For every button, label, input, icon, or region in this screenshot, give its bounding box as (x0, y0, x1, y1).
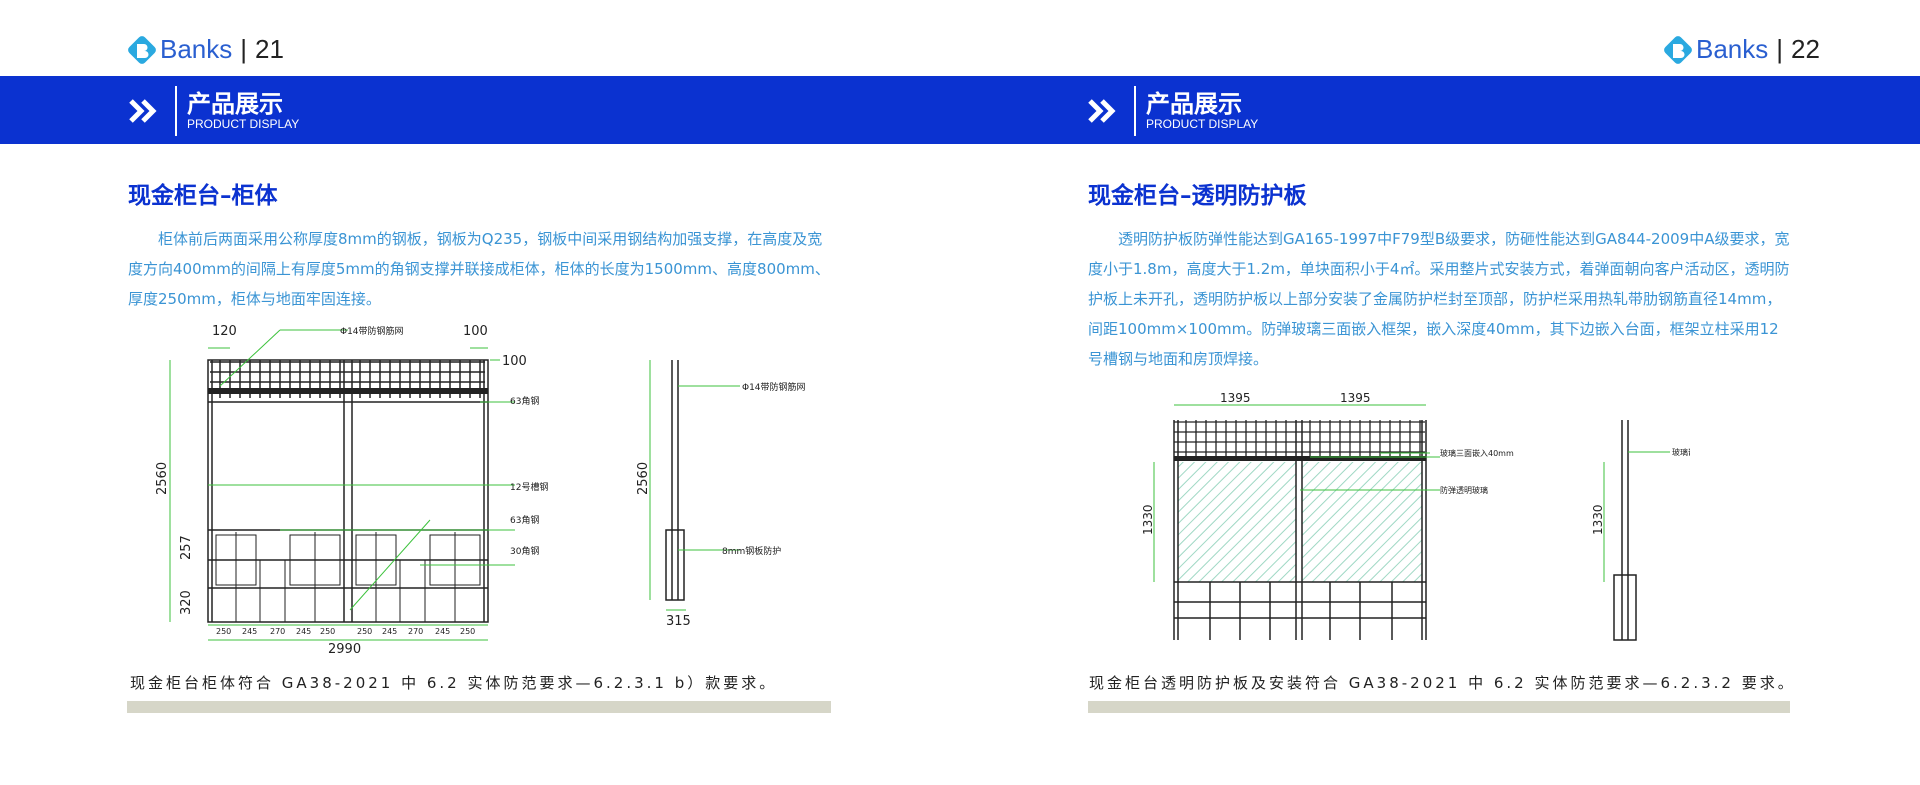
left-page-number: 21 (255, 34, 284, 64)
left-paragraph: 柜体前后两面采用公称厚度8mm的钢板，钢板为Q235，钢板中间采用钢结构加强支撑… (128, 230, 830, 308)
bottom-dim: 270 (270, 627, 285, 636)
side-dim-1330: 1330 (1591, 504, 1605, 535)
left-section-title: 产品展示 (187, 90, 283, 118)
right-paragraph: 透明防护板防弹性能达到GA165-1997中F79型B级要求，防砸性能达到GA8… (1088, 230, 1790, 368)
left-section-subtitle: PRODUCT DISPLAY (187, 117, 300, 131)
left-section-header: 产品展示 PRODUCT DISPLAY (127, 86, 299, 136)
right-section-header: 产品展示 PRODUCT DISPLAY (1086, 86, 1258, 136)
panel-drawing: 1395 1395 1330 玻璃三面嵌入40mm 防弹透明玻璃 1330 玻璃… (1141, 391, 1690, 641)
right-page-number: 22 (1791, 34, 1820, 64)
label-63-mid: 63角钢 (510, 514, 539, 526)
dim-257: 257 (179, 535, 194, 560)
label-30: 30角钢 (510, 545, 539, 557)
dim-2560: 2560 (155, 462, 170, 495)
double-chevron-icon (1088, 99, 1116, 123)
side-label-embed: 玻璃嵌入槽40mm (1672, 447, 1690, 457)
label-63-top: 63角钢 (510, 395, 539, 407)
right-caption-bar (1088, 701, 1790, 713)
dim-120: 120 (212, 324, 237, 339)
bottom-dim: 245 (382, 627, 397, 636)
dim-1330: 1330 (1141, 504, 1155, 535)
right-section-title: 产品展示 (1146, 90, 1242, 118)
side-label-plate: 8mm钢板防护 (722, 545, 781, 557)
right-brand: Banks | 22 (1664, 34, 1820, 65)
bottom-dim: 250 (357, 627, 372, 636)
label-mesh: Φ14带防钢筋网 (340, 325, 404, 337)
dim-100-right: 100 (502, 354, 527, 369)
right-caption: 现金柜台透明防护板及安装符合 GA38-2021 中 6.2 实体防范要求—6.… (1089, 674, 1796, 692)
label-12: 12号槽钢 (510, 481, 548, 493)
dim-2990: 2990 (328, 642, 361, 657)
bottom-dim: 250 (216, 627, 231, 636)
bottom-dim: 245 (435, 627, 450, 636)
banks-logo-icon (1664, 35, 1692, 64)
bottom-dim: 250 (460, 627, 475, 636)
dim-1395-right: 1395 (1340, 391, 1371, 405)
left-caption: 现金柜台柜体符合 GA38-2021 中 6.2 实体防范要求—6.2.3.1 … (130, 674, 778, 692)
bottom-dim: 250 (320, 627, 335, 636)
left-brand-name: Banks (160, 34, 233, 64)
right-brand-name: Banks (1696, 34, 1769, 64)
side-dim-315: 315 (666, 614, 691, 629)
label-embed: 玻璃三面嵌入40mm (1440, 448, 1514, 458)
left-brand: Banks | 21 (128, 34, 284, 65)
cabinet-drawing: 120 100 100 Φ14带防钢筋网 63角钢 12号槽钢 63角钢 30角… (155, 324, 806, 657)
right-section-subtitle: PRODUCT DISPLAY (1146, 117, 1259, 131)
side-label-mesh: Φ14带防钢筋网 (742, 381, 806, 393)
side-dim-2560: 2560 (636, 462, 651, 495)
banks-logo-icon (128, 35, 156, 64)
left-caption-bar (127, 701, 831, 713)
dim-100-top: 100 (463, 324, 488, 339)
label-glass: 防弹透明玻璃 (1440, 485, 1488, 495)
double-chevron-icon (129, 99, 157, 123)
bottom-dim: 270 (408, 627, 423, 636)
bottom-dim: 245 (242, 627, 257, 636)
dim-320: 320 (179, 590, 194, 615)
bottom-dim: 245 (296, 627, 311, 636)
dim-1395-left: 1395 (1220, 391, 1251, 405)
left-heading: 现金柜台–柜体 (128, 182, 278, 209)
header-band (0, 76, 1920, 144)
right-heading: 现金柜台–透明防护板 (1088, 182, 1307, 209)
